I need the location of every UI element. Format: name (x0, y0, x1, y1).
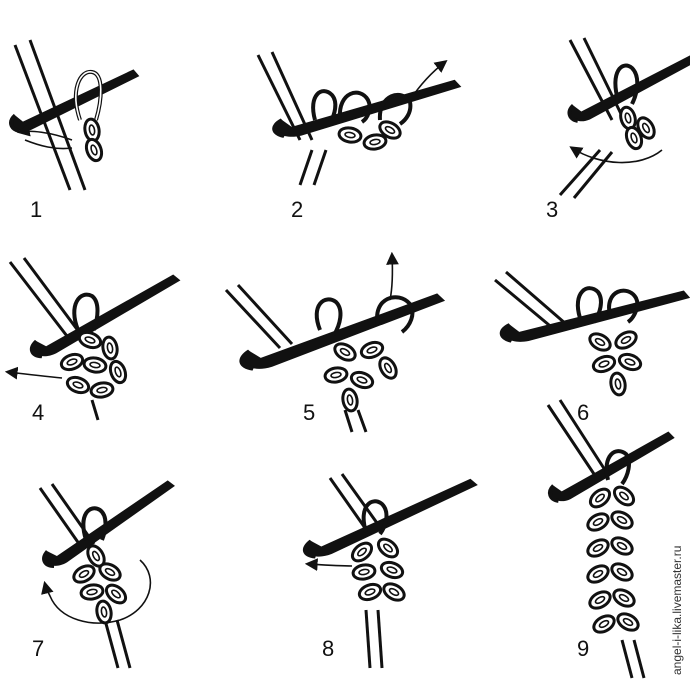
step-number-2: 2 (291, 197, 303, 222)
step-number-7: 7 (32, 636, 44, 661)
step-number-4: 4 (32, 400, 44, 425)
step-number-9: 9 (577, 636, 589, 661)
step-number-6: 6 (577, 400, 589, 425)
step-number-8: 8 (322, 636, 334, 661)
step-9-illustration (540, 428, 685, 679)
step-1-illustration (3, 39, 148, 191)
step-7-illustration (35, 479, 186, 669)
step-number-3: 3 (546, 197, 558, 222)
step-8-illustration (299, 473, 485, 669)
step-4-illustration (4, 257, 189, 421)
step-6-illustration (494, 270, 690, 475)
watermark-text: angel-i-lika.livemaster.ru (670, 546, 684, 675)
step-number-5: 5 (303, 400, 315, 425)
step-2-illustration (256, 51, 465, 186)
step-number-1: 1 (30, 197, 42, 222)
step-3-illustration (558, 37, 690, 199)
step-5-illustration (224, 251, 451, 433)
